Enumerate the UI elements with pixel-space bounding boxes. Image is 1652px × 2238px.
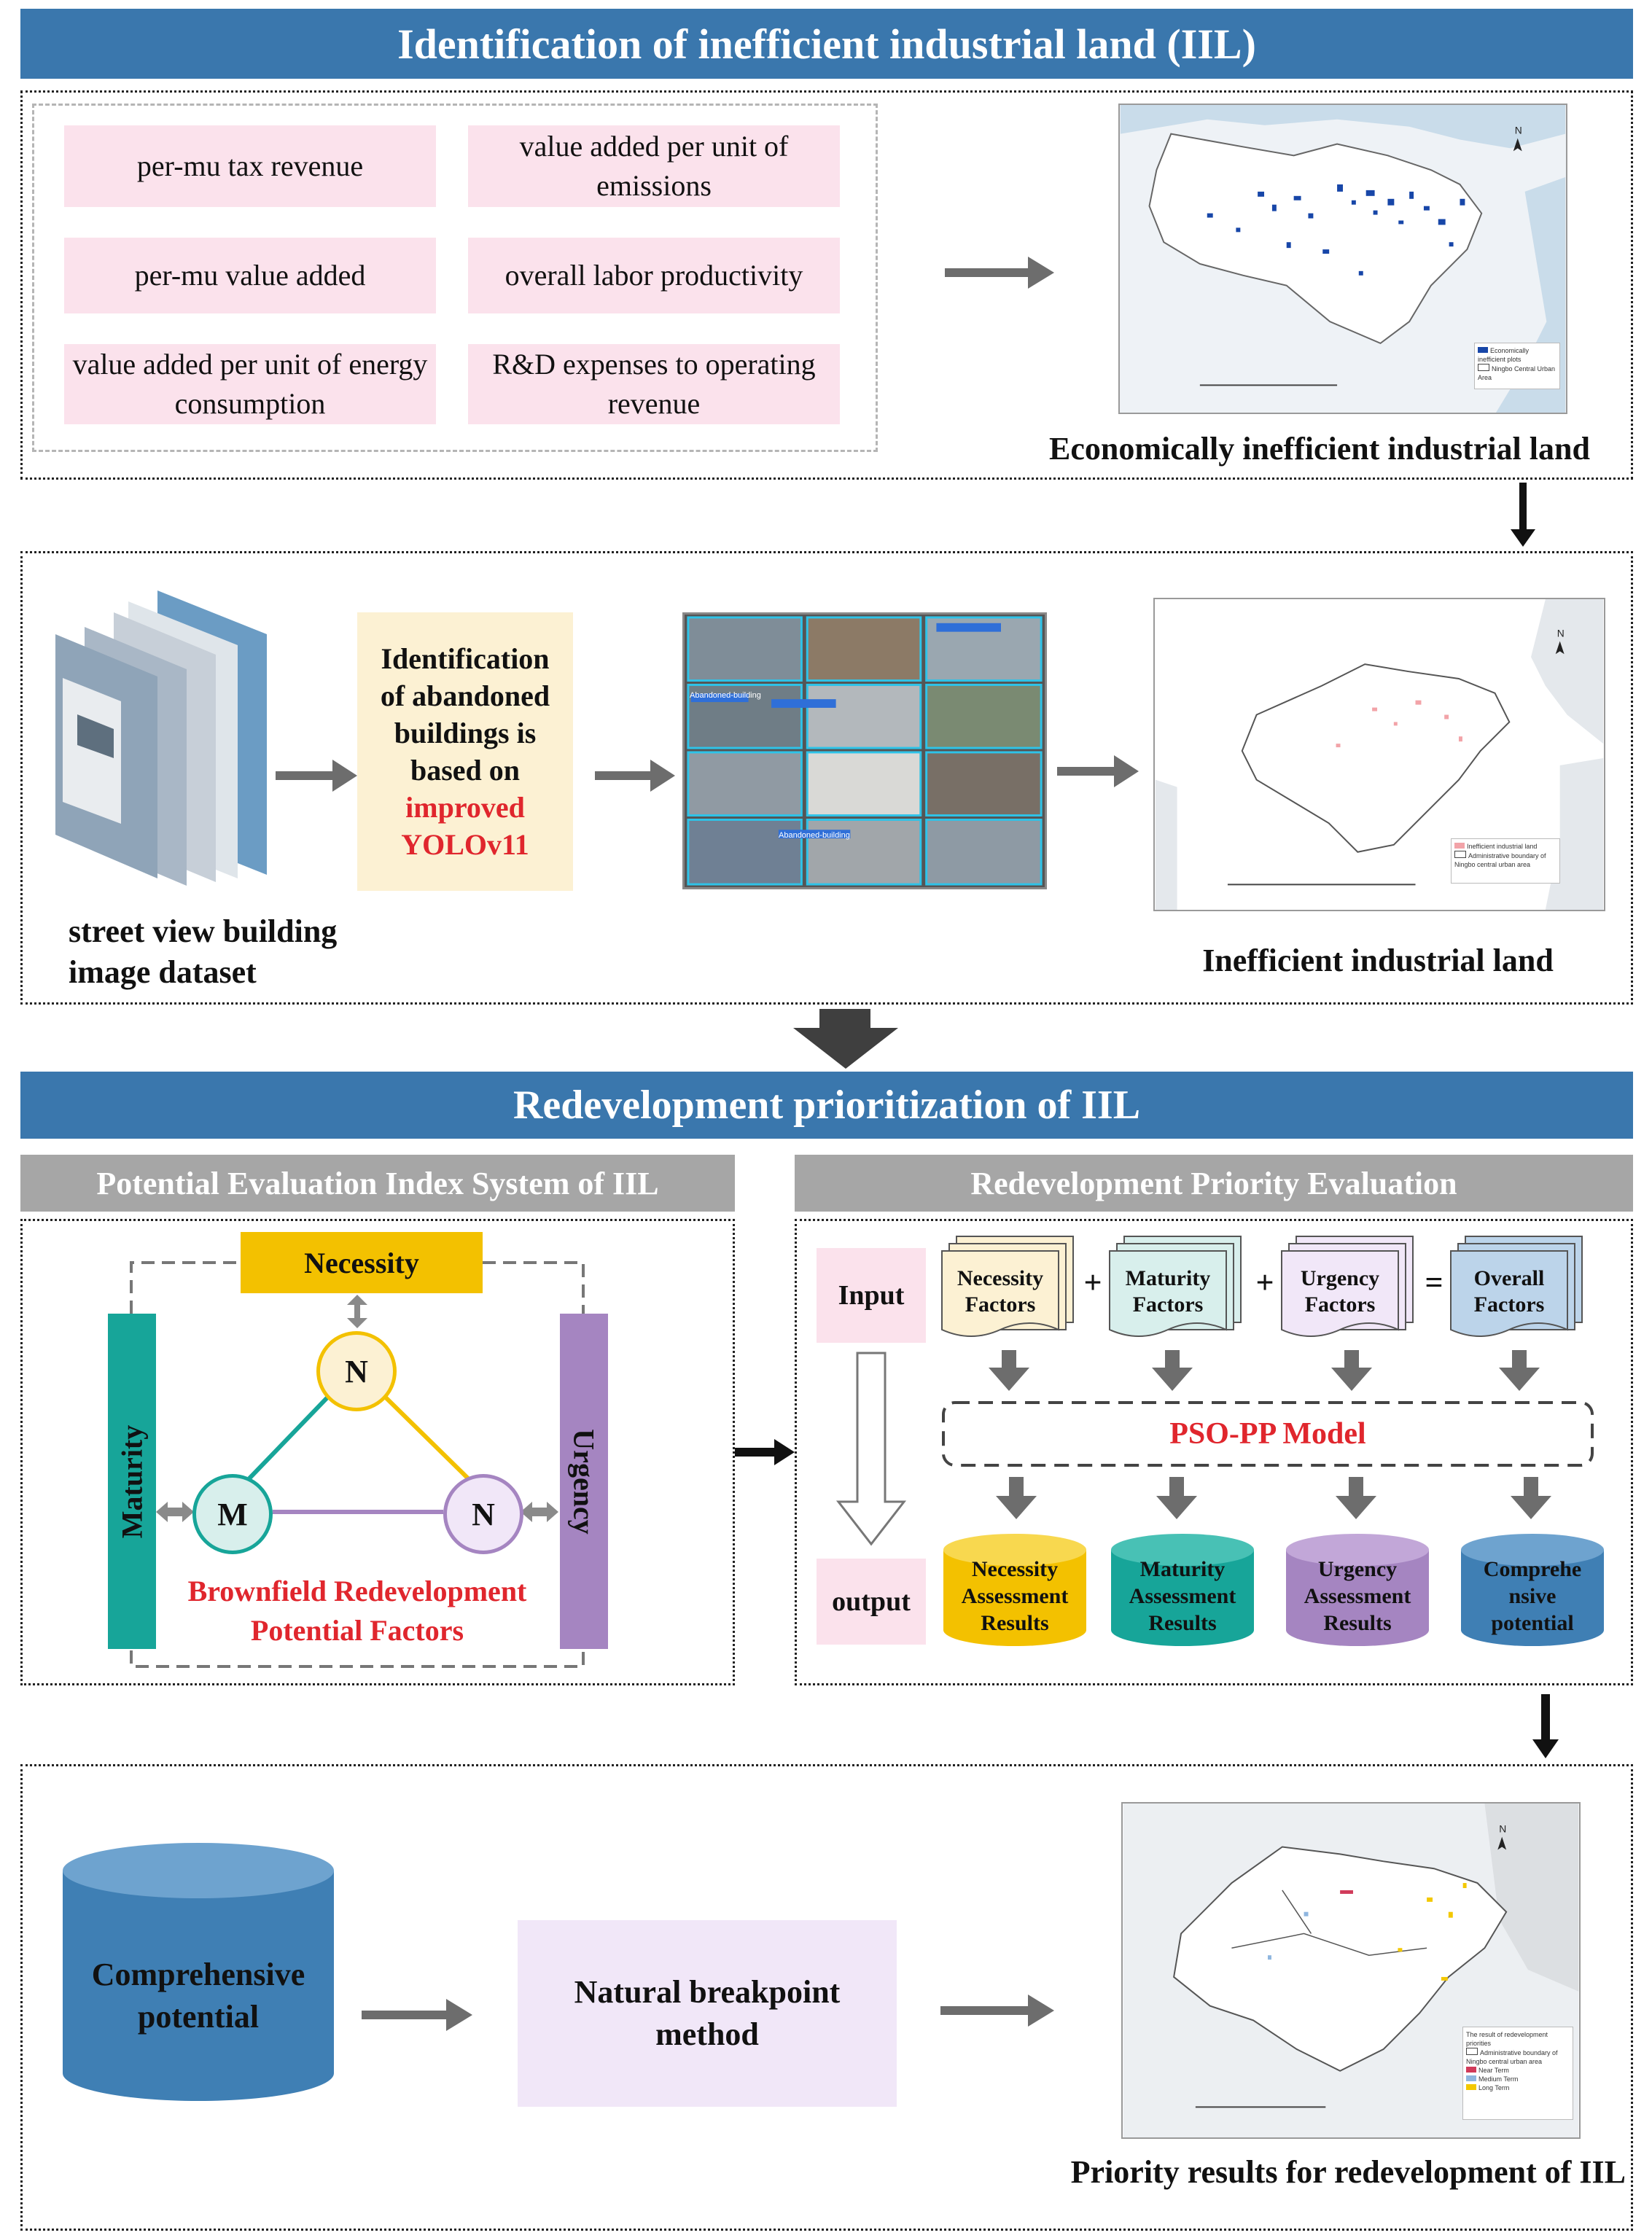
detection-tag-2: Abandoned-building — [779, 831, 850, 840]
arrow-section1-down — [1511, 483, 1535, 547]
urgency-bar: Urgency — [560, 1314, 608, 1649]
indicator-value-added: per-mu value added — [64, 238, 436, 313]
svg-text:N: N — [1515, 125, 1522, 136]
section2-frame — [20, 551, 1633, 1005]
detection-thumbnails — [687, 616, 1043, 886]
yolo-method-box: Identification of abandoned buildings is… — [357, 612, 573, 891]
input-label: Input — [817, 1248, 926, 1343]
svg-text:N: N — [1499, 1823, 1506, 1835]
maturity-bar: Maturity — [108, 1314, 156, 1649]
indicator-tax-revenue: per-mu tax revenue — [64, 125, 436, 207]
arrow-detection-to-map — [1057, 755, 1139, 787]
index-system-frame — [20, 1219, 735, 1685]
section1-banner: Identification of inefficient industrial… — [20, 9, 1633, 79]
section3-banner: Redevelopment prioritization of IIL — [20, 1072, 1633, 1139]
method-text: Identification of abandoned buildings is… — [380, 642, 550, 787]
indicator-energy: value added per unit of energy consumpti… — [64, 344, 436, 424]
right-subheader: Redevelopment Priority Evaluation — [795, 1155, 1633, 1212]
detection-tag-1: Abandoned-building — [690, 691, 761, 700]
economic-map-legend: Economically inefficient plots Ningbo Ce… — [1474, 343, 1560, 389]
arrow-index-to-priority — [735, 1439, 795, 1465]
inefficient-map-legend: Inefficient industrial land Administrati… — [1451, 838, 1560, 884]
inefficient-map-caption: Inefficient industrial land — [1202, 943, 1554, 978]
node-urgency: N — [443, 1474, 523, 1554]
indicator-labor-productivity: overall labor productivity — [468, 238, 840, 313]
svg-text:N: N — [1557, 628, 1565, 639]
arrow-method-to-map — [940, 1995, 1054, 2027]
priority-evaluation-frame — [795, 1219, 1633, 1685]
potential-factors-label: Brownfield Redevelopment Potential Facto… — [187, 1575, 527, 1647]
arrow-indicators-to-map — [945, 257, 1054, 289]
node-necessity: N — [316, 1331, 397, 1411]
section4-frame — [20, 1764, 1633, 2231]
economic-map-caption: Economically inefficient industrial land — [1049, 431, 1590, 467]
arrow-section2-to-section3 — [793, 1009, 898, 1069]
priority-map-caption: Priority results for redevelopment of II… — [1070, 2154, 1626, 2190]
pso-pp-model: PSO-PP Model — [1169, 1417, 1366, 1451]
indicator-emissions: value added per unit of emissions — [468, 125, 840, 207]
equals-operator: = — [1425, 1264, 1443, 1301]
method-highlight-yolo: YOLOv11 — [401, 828, 529, 861]
dataset-caption: street view building image dataset — [69, 913, 338, 990]
priority-map-legend: The result of redevelopment priorities A… — [1462, 2027, 1573, 2120]
plus-operator-2: + — [1255, 1264, 1274, 1301]
node-maturity: M — [192, 1474, 273, 1554]
plus-operator-1: + — [1083, 1264, 1102, 1301]
economic-map: N — [1118, 104, 1567, 414]
detection-results-grid — [682, 612, 1047, 889]
economic-map-graphic: N — [1120, 105, 1566, 413]
street-view-dataset — [41, 583, 281, 889]
street-view-images — [55, 590, 267, 886]
left-subheader: Potential Evaluation Index System of IIL — [20, 1155, 735, 1212]
arrow-method-to-detection — [595, 760, 675, 792]
indicator-rd-expenses: R&D expenses to operating revenue — [468, 344, 840, 424]
indicator-group — [32, 104, 878, 452]
section1-frame — [20, 90, 1633, 480]
output-label: output — [817, 1559, 926, 1645]
method-highlight-improved: improved — [405, 791, 525, 824]
arrow-cylinder-to-method — [362, 1999, 472, 2031]
arrow-dataset-to-method — [276, 760, 357, 792]
arrow-section3-down — [1532, 1694, 1559, 1758]
necessity-bar: Necessity — [241, 1232, 483, 1293]
